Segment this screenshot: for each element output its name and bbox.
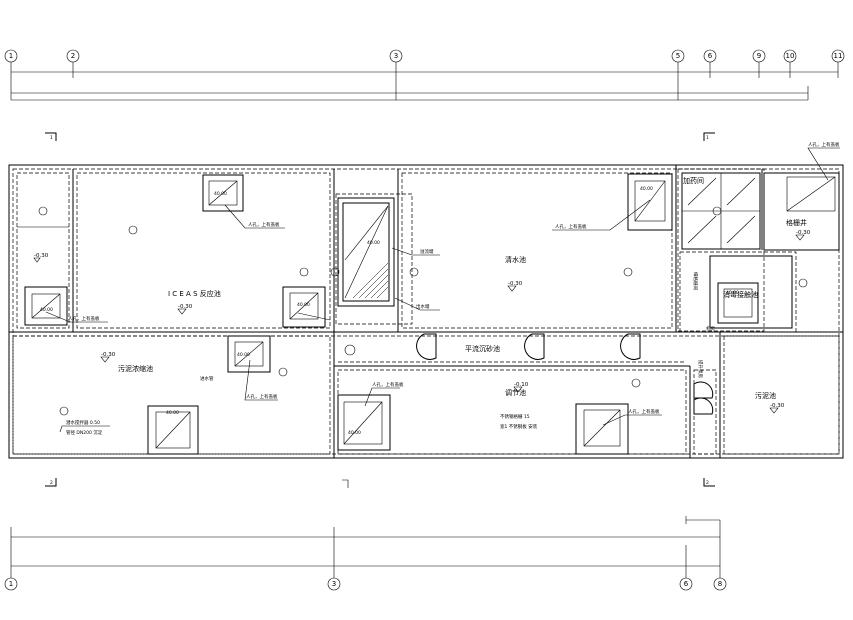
axis-bubble-top: 6 bbox=[703, 49, 717, 63]
axis-bubble-top: 1 bbox=[4, 49, 18, 63]
room-name-chem: 加药间 bbox=[683, 176, 704, 185]
manholes bbox=[24, 173, 836, 455]
axis-bubble-bottom: 6 bbox=[679, 577, 693, 591]
top-dimension-lines bbox=[10, 62, 839, 101]
hatched-elements bbox=[352, 262, 714, 415]
axis-bubble-bottom: 1 bbox=[4, 577, 18, 591]
note-label: 潜水搅拌器 0.50 bbox=[66, 419, 100, 426]
axis-label: 6 bbox=[684, 580, 689, 588]
axis-label: 3 bbox=[332, 580, 336, 588]
level-label: 40.00 bbox=[166, 410, 179, 416]
axis-bubble-top: 3 bbox=[389, 49, 403, 63]
level-label: 40.00 bbox=[367, 240, 380, 246]
level-label: -0.30 bbox=[34, 253, 49, 259]
level-label: 40.00 bbox=[40, 307, 53, 313]
level-label: 40.00 bbox=[237, 352, 250, 358]
room-name-c3: 机房 bbox=[706, 325, 715, 332]
note-label: 不锈钢格栅 15 bbox=[500, 413, 530, 420]
axis-label: 11 bbox=[834, 52, 843, 60]
level-label: -0.10 bbox=[514, 382, 529, 388]
axis-label: 1 bbox=[9, 52, 13, 60]
axis-bubble-top: 5 bbox=[671, 49, 685, 63]
hatch-label: 人孔，上有盖板 bbox=[68, 315, 100, 322]
hatch-label: 人孔，上有盖板 bbox=[372, 381, 404, 388]
level-label: 40.00 bbox=[640, 186, 653, 192]
hatch-label: 人孔，上有盖板 bbox=[628, 408, 660, 415]
level-label: 40.00 bbox=[726, 290, 739, 296]
bottom-axis-bubbles: 1 3 6 8 bbox=[4, 577, 727, 591]
level-label: 40.00 bbox=[348, 430, 361, 436]
hatch-label: 人孔，上有盖板 bbox=[555, 223, 587, 230]
axis-label: 8 bbox=[718, 580, 722, 588]
axis-label: 5 bbox=[676, 52, 680, 60]
level-label: -0.30 bbox=[101, 352, 116, 358]
room-name-sludge: 污泥池 bbox=[755, 391, 776, 400]
section-label: 1 bbox=[706, 135, 709, 141]
axis-label: 1 bbox=[9, 580, 13, 588]
level-markers bbox=[33, 234, 805, 414]
room-name-mud: 污泥浓缩池 bbox=[118, 364, 153, 373]
room-name-c1: 细格栅间 bbox=[692, 272, 699, 290]
room-details bbox=[12, 168, 840, 455]
section-marks bbox=[45, 132, 715, 488]
weir-label: 出水堰 bbox=[416, 303, 430, 310]
axis-bubble-bottom: 8 bbox=[713, 577, 727, 591]
levels: -0.30 -0.30 -0.30 -0.30 -0.10 -0.30 -0.3… bbox=[34, 186, 811, 436]
note-label: 管径 DN200 沉淀 bbox=[66, 429, 103, 436]
note-label: 宽1 不锈钢板 安装 bbox=[500, 423, 538, 430]
axis-bubble-top: 10 bbox=[783, 49, 797, 63]
section-label: 2 bbox=[50, 480, 53, 486]
section-labels: 1 1 2 2 bbox=[50, 135, 709, 486]
room-name-disinfect: 消毒接触池 bbox=[723, 290, 758, 299]
top-axis-bubbles: 1 2 3 5 6 9 10 11 bbox=[4, 49, 845, 63]
axis-label: 3 bbox=[394, 52, 398, 60]
axis-bubble-top: 9 bbox=[752, 49, 766, 63]
room-name-ic: I C E A S 反应池 bbox=[168, 289, 221, 298]
level-label: -0.30 bbox=[508, 281, 523, 287]
axis-label: 6 bbox=[708, 52, 713, 60]
section-label: 1 bbox=[50, 135, 53, 141]
level-label: 40.00 bbox=[214, 191, 227, 197]
axis-bubble-bottom: 3 bbox=[327, 577, 341, 591]
room-name-reg: 调节池 bbox=[505, 388, 526, 397]
room-name-c2: 提升泵房 bbox=[697, 360, 704, 378]
level-label: -0.30 bbox=[178, 304, 193, 310]
overflow-label: 溢流堰 bbox=[420, 248, 434, 255]
axis-label: 2 bbox=[71, 52, 75, 60]
section-label: 2 bbox=[706, 480, 709, 486]
room-name-grille: 格栅井 bbox=[786, 218, 807, 227]
axis-bubble-top: 11 bbox=[831, 49, 845, 63]
room-name-flow: 平流沉砂池 bbox=[465, 344, 500, 353]
level-label: -0.30 bbox=[770, 403, 785, 409]
room-name-clear: 清水池 bbox=[505, 255, 526, 264]
level-label: 40.00 bbox=[297, 302, 310, 308]
room-names: I C E A S 反应池 清水池 平流沉砂池 调节池 污泥浓缩池 污泥池 消毒… bbox=[118, 176, 807, 400]
axis-bubble-top: 2 bbox=[66, 49, 80, 63]
level-label: -0.30 bbox=[796, 230, 811, 236]
axis-label: 9 bbox=[757, 52, 761, 60]
hatch-label: 人孔，上有盖板 bbox=[246, 393, 278, 400]
building-outline bbox=[8, 164, 844, 459]
circle-markers bbox=[38, 206, 808, 416]
hatch-label: 人孔，上有盖板 bbox=[248, 221, 280, 228]
pipe-label: 进水管 bbox=[200, 375, 214, 382]
leader-lines bbox=[45, 147, 840, 433]
axis-label: 10 bbox=[786, 52, 795, 60]
hatch-label: 人孔，上有盖板 bbox=[808, 141, 840, 148]
bottom-dimension-lines bbox=[10, 516, 721, 578]
annotations: 人孔，上有盖板 人孔，上有盖板 人孔，上有盖板 人孔，上有盖板 人孔，上有盖板 … bbox=[66, 141, 840, 436]
